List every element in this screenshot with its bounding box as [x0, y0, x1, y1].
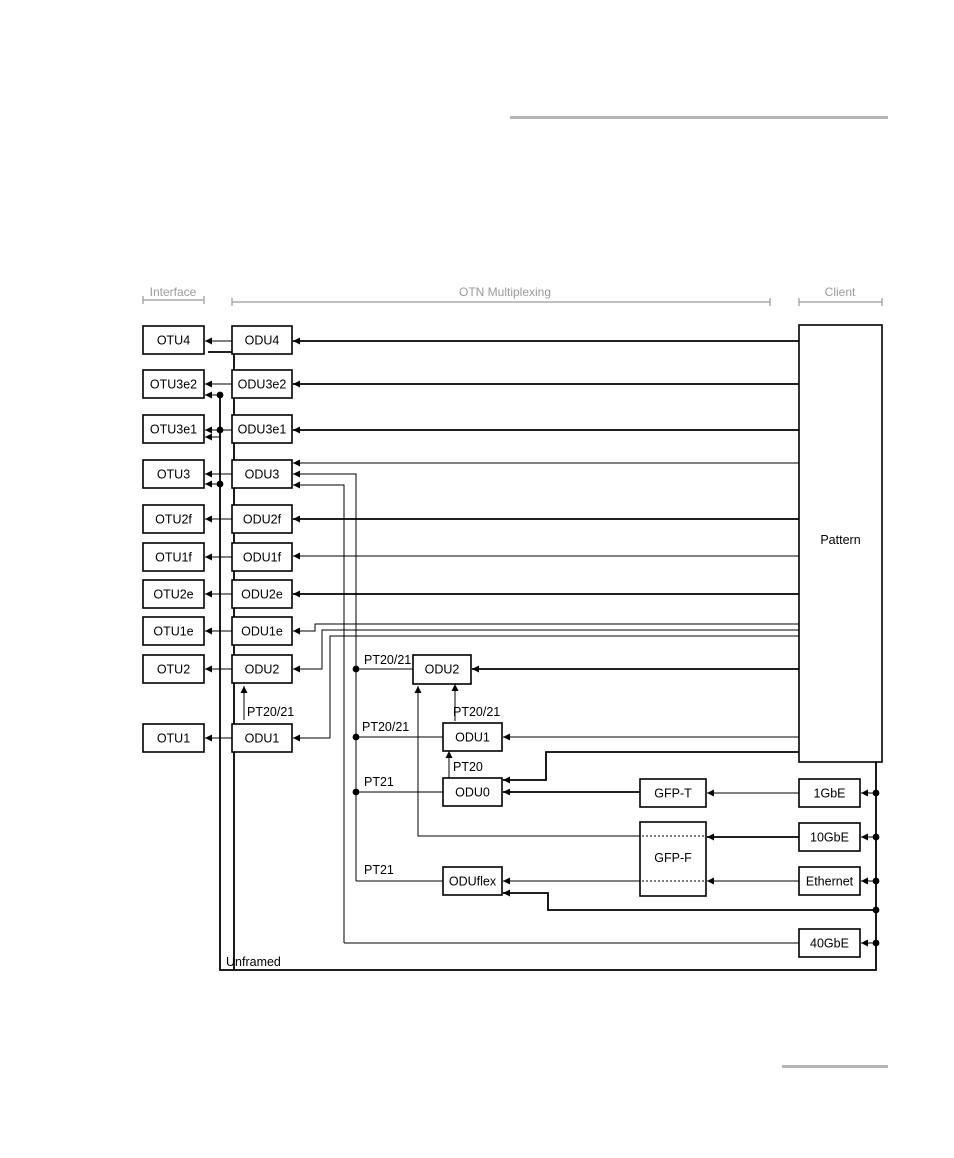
odu-label: ODU1f: [243, 551, 282, 565]
odu-label: ODU3e2: [238, 378, 287, 392]
payload-type-labels: PT20/21 PT20/21 PT20/21 PT20/21 PT20 PT2…: [247, 653, 500, 877]
section-header-interface: Interface: [143, 285, 204, 304]
otu-label: OTU1: [157, 732, 190, 746]
unframed-arrows: [205, 395, 220, 484]
otu-box: OTU2e: [143, 580, 204, 608]
inner-odu2-label: ODU2: [425, 663, 460, 677]
otu-label: OTU4: [157, 334, 190, 348]
odu-label: ODU2e: [241, 588, 283, 602]
gfp-t-box: GFP-T: [640, 779, 706, 807]
pattern-to-odu-arrows: [293, 341, 799, 780]
interface-column: OTU4 OTU3e2 OTU3e1 OTU3 OTU2f OTU1f OTU2…: [143, 326, 204, 752]
pt-label-odu0: PT21: [364, 775, 394, 789]
pt-label-inner-odu2: PT20/21: [364, 653, 411, 667]
interface-header-label: Interface: [150, 285, 197, 299]
inner-mux-boxes: ODU2 ODU1 ODU0 ODUflex GFP-T GFP-F: [413, 655, 706, 896]
otu-label: OTU1f: [155, 551, 192, 565]
10gbe-box: 10GbE: [799, 823, 860, 851]
odu-label: ODU2f: [243, 513, 282, 527]
unframed-label: Unframed: [226, 955, 281, 969]
otu-box: OTU1: [143, 724, 204, 752]
odu-label: ODU1e: [241, 625, 283, 639]
otu-label: OTU2: [157, 663, 190, 677]
otu-box: OTU3e2: [143, 370, 204, 398]
odu-label: ODU2: [245, 663, 280, 677]
odu0-label: ODU0: [455, 786, 490, 800]
odu-box: ODU4: [232, 326, 292, 354]
1gbe-box: 1GbE: [799, 779, 860, 807]
odu-box: ODU2f: [232, 505, 292, 533]
odu-box: ODU1f: [232, 543, 292, 571]
ethernet-box: Ethernet: [799, 867, 860, 895]
oduflex-box: ODUflex: [443, 867, 502, 895]
otu-label: OTU3e2: [150, 378, 197, 392]
ethernet-label: Ethernet: [806, 875, 854, 889]
otu-box: OTU2f: [143, 505, 204, 533]
section-header-client: Client: [799, 285, 882, 306]
pattern-label: Pattern: [820, 533, 860, 547]
otu-label: OTU1e: [153, 625, 193, 639]
otu-box: OTU3e1: [143, 415, 204, 443]
client-column: Pattern 1GbE 10GbE Ethernet 40GbE: [799, 325, 882, 957]
inner-odu2-box: ODU2: [413, 655, 471, 684]
otu-box: OTU3: [143, 460, 204, 488]
odu-box: ODU3e1: [232, 415, 292, 443]
40gbe-label: 40GbE: [810, 937, 849, 951]
mux-column: ODU4 ODU3e2 ODU3e1 ODU3 ODU2f ODU1f ODU2…: [232, 326, 292, 752]
otu-label: OTU2e: [153, 588, 193, 602]
oduflex-label: ODUflex: [449, 875, 497, 889]
otu-box: OTU2: [143, 655, 204, 683]
otu-box: OTU4: [143, 326, 204, 354]
odu-box: ODU3: [232, 460, 292, 488]
odu0-box: ODU0: [443, 778, 502, 806]
gfp-t-label: GFP-T: [654, 787, 692, 801]
odu-label: ODU3: [245, 468, 280, 482]
odu-label: ODU3e1: [238, 423, 287, 437]
otu-label: OTU3e1: [150, 423, 197, 437]
unframed-bus: Unframed: [208, 352, 879, 970]
odu-box: ODU3e2: [232, 370, 292, 398]
pt-label-odu0-up: PT20: [453, 760, 483, 774]
odu-to-otu-arrows: [205, 341, 232, 738]
pt-label-oduflex: PT21: [364, 863, 394, 877]
otu-label: OTU2f: [155, 513, 192, 527]
otu-box: OTU1e: [143, 617, 204, 645]
inner-odu1-box: ODU1: [443, 723, 502, 751]
pattern-box: Pattern: [799, 325, 882, 762]
inner-routes: [244, 474, 876, 943]
odu-box: ODU1e: [232, 617, 292, 645]
section-header-multiplexing: OTN Multiplexing: [232, 285, 770, 306]
gfp-f-label: GFP-F: [654, 851, 692, 865]
client-header-label: Client: [825, 285, 856, 299]
40gbe-box: 40GbE: [799, 929, 860, 957]
gfp-f-box: GFP-F: [640, 822, 706, 896]
pt-label-odu1: PT20/21: [247, 705, 294, 719]
10gbe-label: 10GbE: [810, 831, 849, 845]
odu-box: ODU2: [232, 655, 292, 683]
odu-label: ODU4: [245, 334, 280, 348]
odu-box: ODU1: [232, 724, 292, 752]
otu-box: OTU1f: [143, 543, 204, 571]
otu-label: OTU3: [157, 468, 190, 482]
odu-box: ODU2e: [232, 580, 292, 608]
1gbe-label: 1GbE: [814, 787, 846, 801]
pt-label-inner-odu1: PT20/21: [362, 720, 409, 734]
odu-label: ODU1: [245, 732, 280, 746]
pt-label-inner-odu1-top: PT20/21: [453, 705, 500, 719]
multiplexing-header-label: OTN Multiplexing: [459, 285, 551, 299]
inner-odu1-label: ODU1: [455, 731, 490, 745]
